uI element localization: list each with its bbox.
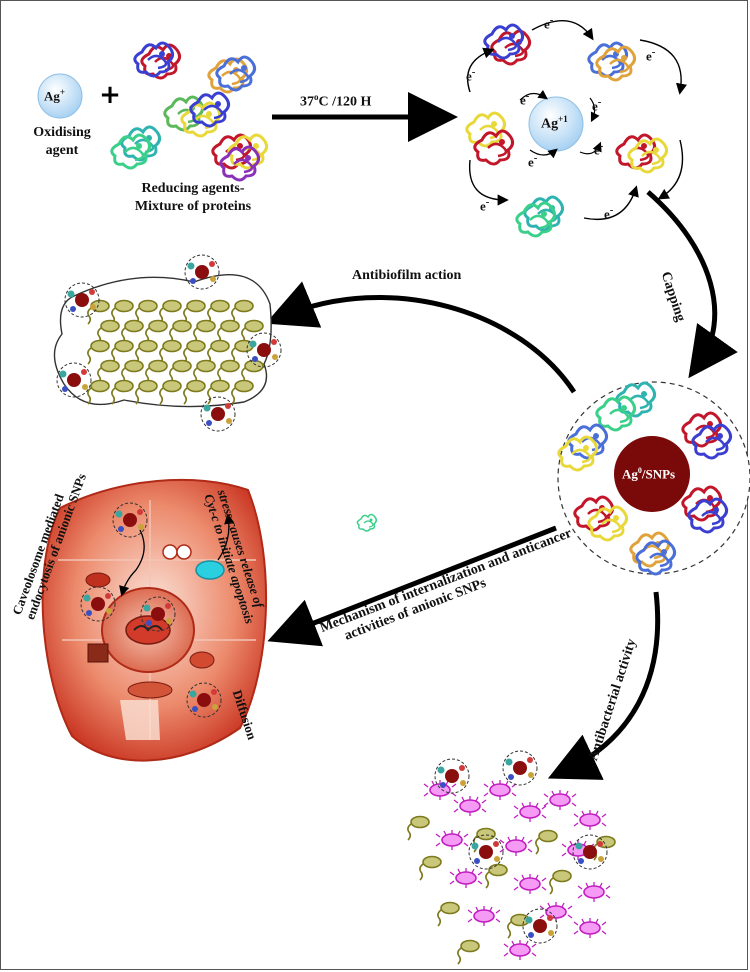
magenta-bacterium — [467, 905, 501, 927]
olive-bacterium — [549, 869, 572, 895]
protein-cluster-reducing — [110, 41, 269, 182]
ag-plus1-label: Ag+1 — [541, 114, 568, 132]
snp-small — [522, 908, 558, 944]
reducing-agents-label: Reducing agents- Mixture of proteins — [134, 181, 252, 214]
mechanism-arrow — [267, 525, 557, 647]
bacteria-cluster — [407, 750, 616, 965]
magenta-bacterium — [499, 835, 533, 857]
ag-complex — [465, 20, 688, 238]
ag-ion-sphere — [37, 73, 83, 119]
olive-bacterium — [593, 835, 616, 861]
magenta-bacterium — [513, 801, 547, 823]
magenta-bacterium — [453, 795, 487, 817]
magenta-bacterium — [543, 789, 577, 811]
olive-bacterium — [419, 855, 442, 881]
capping-arrow — [646, 190, 738, 379]
antibiofilm-arrow — [265, 281, 577, 394]
magenta-bacterium — [573, 917, 607, 939]
magenta-bacterium — [435, 829, 469, 851]
snp-label: Ag0/SNPs — [622, 466, 676, 482]
electron-label: e- — [646, 46, 656, 64]
magenta-bacterium — [449, 867, 483, 889]
olive-bacterium — [507, 913, 530, 939]
silver-core — [614, 436, 690, 512]
cancer-cell — [41, 478, 268, 762]
magenta-bacterium — [423, 779, 457, 801]
olive-bacterium — [407, 815, 430, 841]
antibacterial-arrow — [547, 591, 661, 780]
olive-bacterium — [437, 901, 460, 927]
cytochrome-c — [195, 560, 225, 580]
antibiofilm-label: Antibiofilm action — [352, 268, 462, 283]
electron-label: e- — [480, 196, 490, 214]
magenta-bacterium — [539, 901, 573, 923]
snp-particle — [557, 381, 750, 576]
electron-label: e- — [592, 96, 602, 114]
electron-label: e- — [520, 90, 530, 108]
electron-label: e- — [594, 140, 604, 158]
olive-bacterium — [485, 863, 508, 889]
electron-label: e- — [604, 204, 614, 222]
reaction-condition-label: 37oC /120 H — [300, 92, 372, 110]
olive-bacterium — [535, 829, 558, 855]
magenta-bacterium — [503, 939, 537, 961]
snp-small — [502, 750, 538, 786]
oxidising-agent-label: Oxidising agent — [33, 125, 91, 158]
biofilm — [53, 254, 282, 432]
magenta-bacterium — [573, 809, 607, 831]
electron-label: e- — [466, 66, 476, 84]
electron-label: e- — [544, 14, 554, 32]
magenta-bacterium — [577, 881, 611, 903]
plus-sign: + — [99, 80, 121, 110]
magenta-bacterium — [513, 873, 547, 895]
olive-bacterium — [457, 939, 480, 965]
electron-label: e- — [528, 152, 538, 170]
ag-ion-label: Ag+ — [44, 87, 66, 104]
